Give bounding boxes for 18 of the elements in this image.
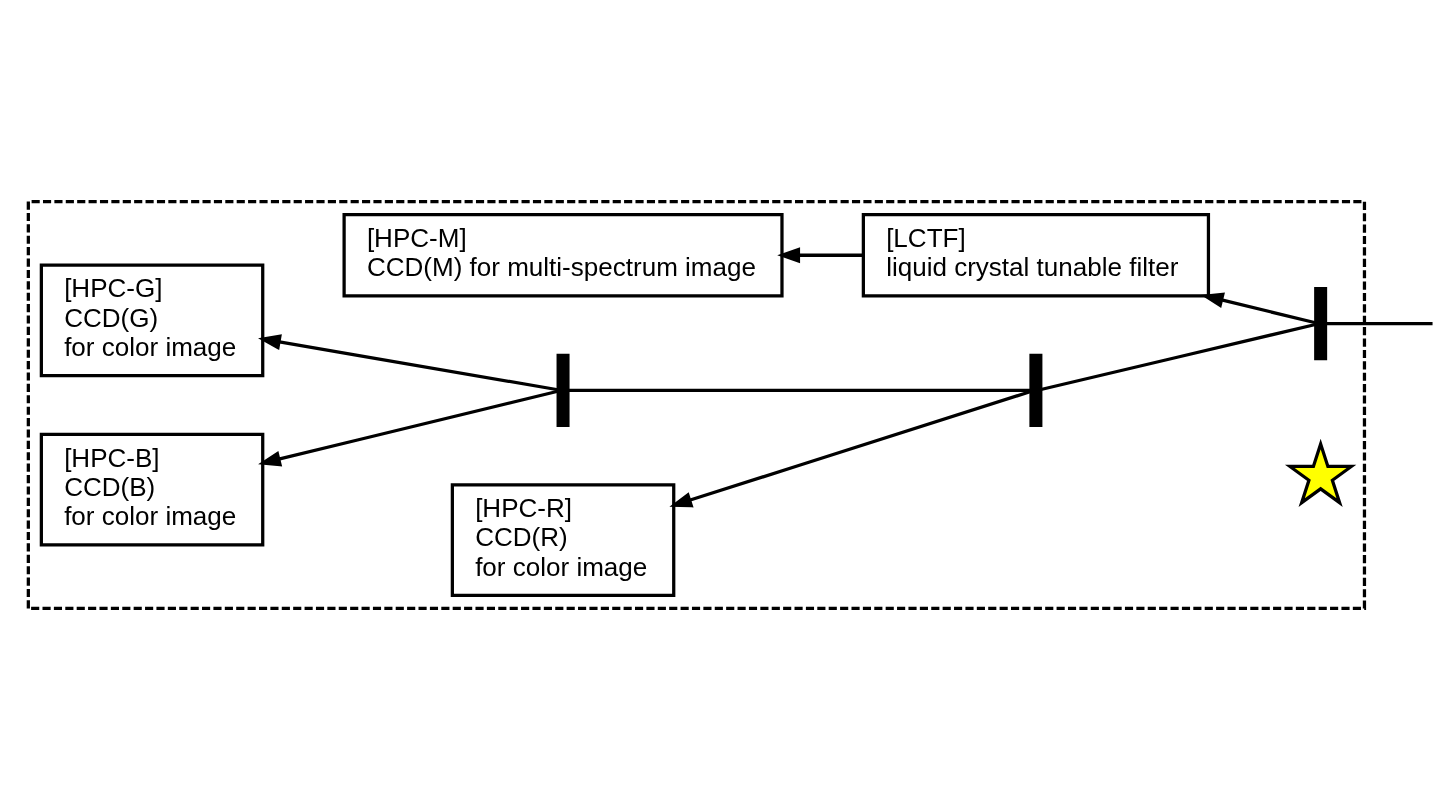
arrow — [258, 389, 559, 467]
node-box: [HPC-B] CCD(B) for color image — [39, 432, 265, 547]
connector — [1325, 322, 1433, 326]
connector — [1040, 322, 1316, 392]
cluster — [26, 199, 1367, 611]
arrow — [669, 389, 1032, 508]
node-box: [HPC-R] CCD(R) for color image — [450, 483, 676, 598]
node-box: [HPC-M] CCD(M) for multi-spectrum image — [342, 212, 784, 298]
arrow — [1200, 292, 1316, 325]
node-box: [HPC-G] CCD(G) for color image — [39, 263, 265, 378]
arrow — [777, 247, 863, 264]
arrow — [258, 334, 559, 392]
node-star — [1284, 438, 1357, 507]
node-bar — [556, 353, 570, 427]
node-box: [LCTF] liquid crystal tunable filter — [861, 212, 1211, 298]
node-bar — [1314, 287, 1328, 361]
connector — [568, 388, 1031, 392]
node-bar — [1029, 353, 1043, 427]
